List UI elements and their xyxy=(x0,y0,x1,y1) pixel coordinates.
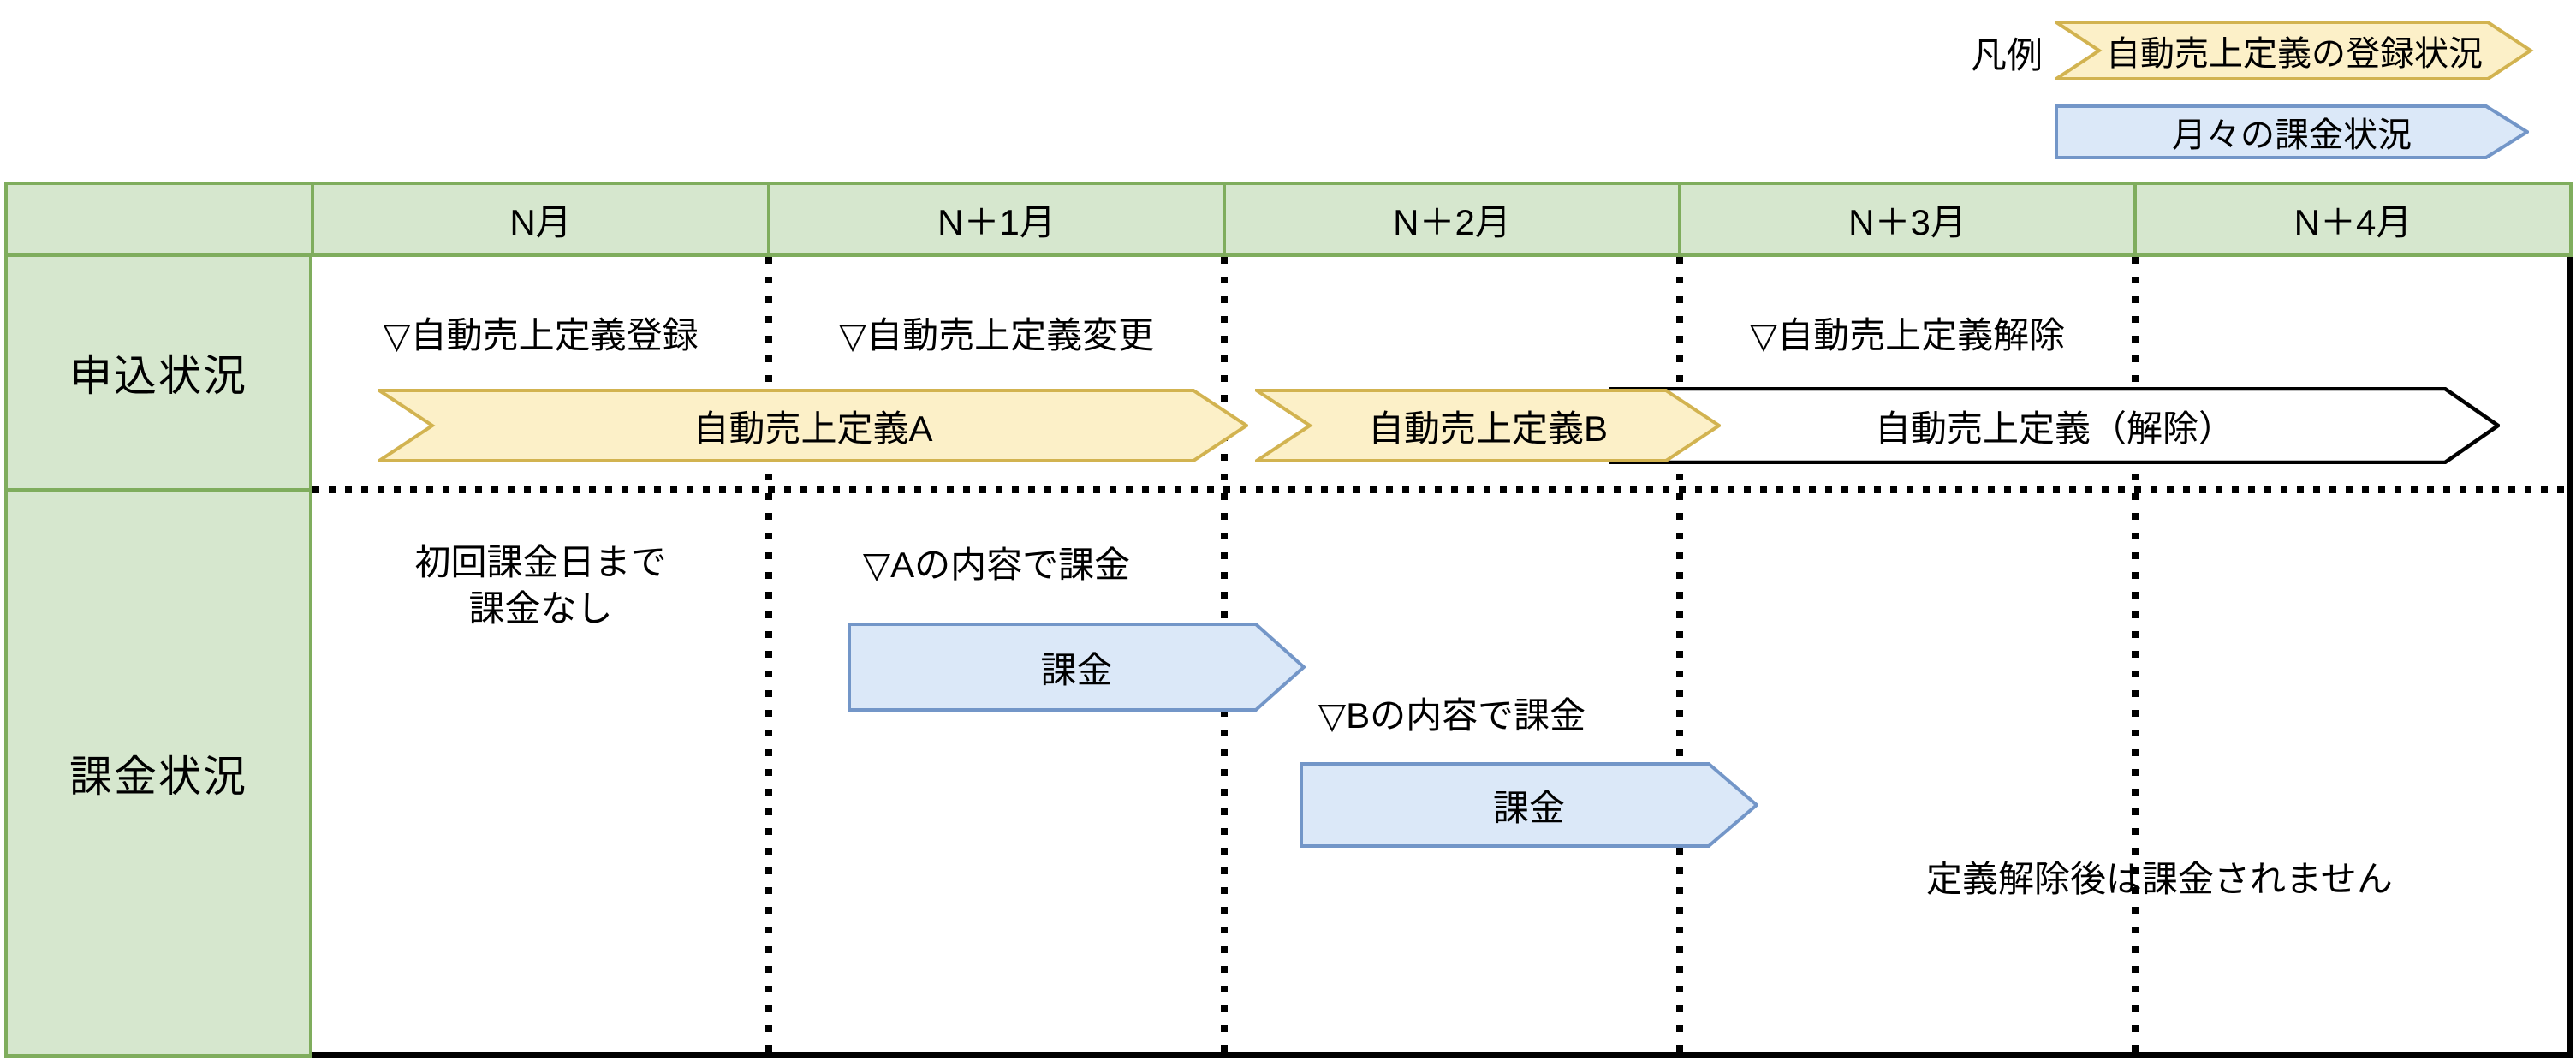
header-cell-month-n3: N＋3月 xyxy=(1681,185,2133,253)
milestone-definition-register: ▽自動売上定義登録 xyxy=(383,315,699,355)
bar-billing-b: 課金 xyxy=(1300,762,1758,848)
table-header-row: N月 N＋1月 N＋2月 N＋3月 N＋4月 xyxy=(4,182,2573,257)
legend-item-registration-status: 自動売上定義の登録状況 xyxy=(2055,21,2534,80)
column-divider-dotted-4 xyxy=(2132,257,2139,1052)
header-cell-month-n: N月 xyxy=(314,185,767,253)
row-label-application-status: 申込状況 xyxy=(8,257,309,488)
chevron-arrow-icon xyxy=(378,389,1248,462)
chevron-arrow-icon xyxy=(2055,21,2534,80)
chevron-arrow-icon xyxy=(1255,389,1721,462)
legend-item-monthly-billing: 月々の課金状況 xyxy=(2055,104,2529,159)
bar-billing-b-label: 課金 xyxy=(1492,787,1565,828)
header-cell-month-n1: N＋1月 xyxy=(770,185,1223,253)
note-line-2: 課金なし xyxy=(468,588,613,629)
bar-definition-cancelled: 自動売上定義（解除） xyxy=(1609,387,2500,464)
timeline-body xyxy=(312,257,2573,1058)
header-cell-month-n2: N＋2月 xyxy=(1226,185,1678,253)
pentagon-arrow-icon xyxy=(1300,762,1758,848)
column-divider-dotted-3 xyxy=(1676,257,1683,1052)
bar-definition-b-label: 自動売上定義B xyxy=(1367,408,1608,449)
row-divider-dotted xyxy=(312,486,2567,493)
bar-definition-cancelled-label: 自動売上定義（解除） xyxy=(1874,408,2234,449)
bar-definition-b: 自動売上定義B xyxy=(1255,389,1721,462)
header-cell-month-n4: N＋4月 xyxy=(2137,185,2569,253)
milestone-definition-cancel: ▽自動売上定義解除 xyxy=(1749,315,2066,355)
pentagon-arrow-icon xyxy=(848,623,1306,712)
bar-definition-a-label: 自動売上定義A xyxy=(693,408,933,449)
bar-billing-a: 課金 xyxy=(848,623,1306,712)
note-no-billing-after-cancel: 定義解除後は課金されません xyxy=(1926,859,2393,899)
pentagon-arrow-icon xyxy=(2055,104,2529,159)
bar-definition-a: 自動売上定義A xyxy=(378,389,1248,462)
note-line-1: 初回課金日まで xyxy=(414,542,667,582)
legend-title: 凡例 xyxy=(1970,35,2043,75)
bar-billing-a-label: 課金 xyxy=(1040,649,1113,690)
header-corner-cell xyxy=(8,185,311,253)
row-label-column: 申込状況 課金状況 xyxy=(4,253,312,1058)
legend-registration-label: 自動売上定義の登録状況 xyxy=(2106,35,2483,73)
note-no-billing-until-first-date: 初回課金日まで 課金なし xyxy=(312,539,769,632)
milestone-billing-with-b: ▽Bの内容で課金 xyxy=(1318,695,1586,736)
milestone-billing-with-a: ▽Aの内容で課金 xyxy=(862,545,1131,585)
milestone-definition-change: ▽自動売上定義変更 xyxy=(838,315,1155,355)
row-label-billing-status: 課金状況 xyxy=(8,492,309,1054)
column-divider-dotted-1 xyxy=(765,257,772,1052)
legend-billing-label: 月々の課金状況 xyxy=(2172,116,2412,154)
